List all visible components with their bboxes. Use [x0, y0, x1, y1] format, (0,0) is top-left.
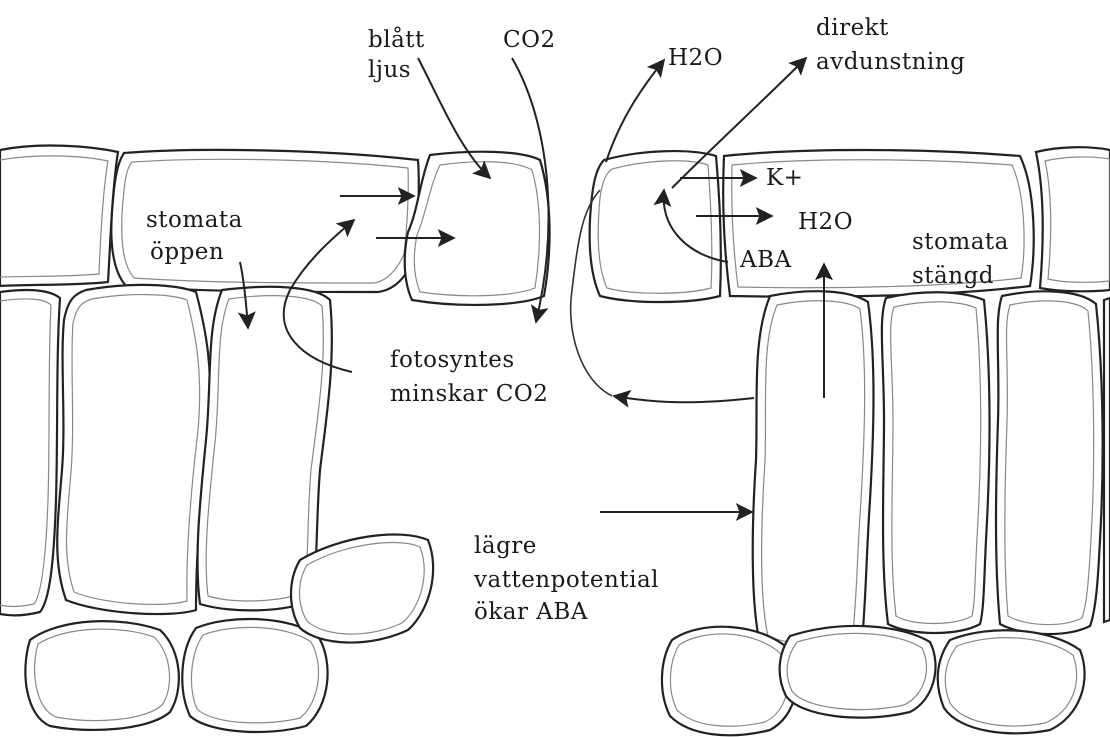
palisade-cell-right-3	[996, 291, 1103, 634]
label-stomata-closed-line1: stomata	[912, 228, 1009, 256]
label-lower-potential-line3: ökar ABA	[474, 598, 588, 626]
label-lower-potential-line2: vattenpotential	[474, 566, 659, 594]
label-stomata-open-line1: stomata	[146, 206, 243, 234]
palisade-cell-right-2	[882, 292, 990, 633]
guard-cell-right-closed	[590, 151, 721, 302]
guard-cell-left-open	[405, 152, 550, 305]
label-blue-light-line1: blått	[368, 26, 425, 54]
return-curve-arrow	[614, 396, 754, 402]
label-k-plus: K+	[766, 164, 803, 192]
palisade-cell-right-edge	[1104, 298, 1110, 622]
label-h2o-cell: H2O	[798, 208, 853, 236]
label-stomata-open-line2: öppen	[150, 238, 224, 266]
label-co2-top: CO2	[503, 26, 556, 54]
left-mesophyll	[0, 285, 433, 732]
spongy-cell-right-3	[938, 630, 1085, 733]
label-photosynthesis-line1: fotosyntes	[390, 346, 515, 374]
label-stomata-closed-line2: stängd	[912, 262, 994, 290]
label-h2o-top: H2O	[668, 44, 723, 72]
right-mesophyll	[662, 291, 1110, 735]
label-blue-light-line2: ljus	[368, 56, 411, 84]
h2o-outflow-arrow	[606, 60, 664, 162]
label-aba: ABA	[740, 246, 792, 274]
epidermis-cell-left-edge	[0, 146, 118, 286]
label-lower-potential-line1: lägre	[474, 532, 537, 560]
spongy-cell-left-1	[25, 621, 179, 730]
spongy-cell-left-2	[182, 619, 327, 732]
palisade-cell-left-edge	[0, 290, 60, 615]
label-direct-line2: avdunstning	[816, 48, 965, 76]
label-photosynthesis-line2: minskar CO2	[390, 380, 548, 408]
left-epidermis	[0, 146, 550, 305]
label-direct-line1: direkt	[816, 14, 889, 42]
